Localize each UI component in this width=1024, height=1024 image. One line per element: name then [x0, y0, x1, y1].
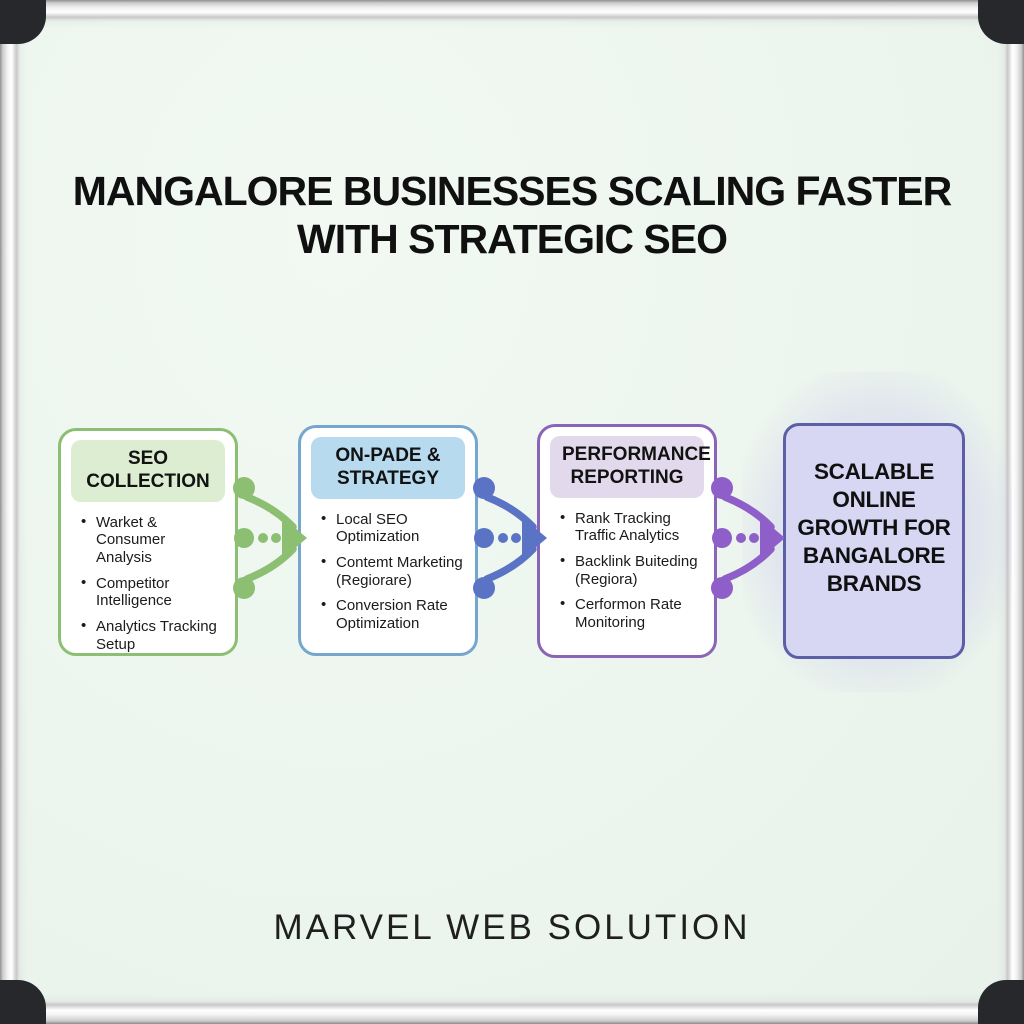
- bullet-item: Conversion Rate Optimization: [321, 596, 463, 632]
- step-header: PERFORMANCE REPORTING: [550, 436, 711, 498]
- frame-edge-top: [0, 0, 1024, 21]
- page-title-line2: WITH STRATEGIC SEO: [297, 215, 728, 262]
- bullet-item: Local SEO Optimization: [321, 510, 463, 546]
- bullet-item: Contemt Marketing (Regiorare): [321, 553, 463, 589]
- flow-connector-1: [233, 475, 307, 601]
- flow-connector-3: [711, 475, 785, 601]
- result-line: SCALABLE: [813, 459, 935, 485]
- result-line: ONLINE: [832, 487, 916, 513]
- step-bullet-list: Warket & Consumer Analysis Competitor In…: [69, 513, 227, 654]
- flow-connector-2: [473, 475, 547, 601]
- branching-arrow-icon: [233, 477, 307, 599]
- frame-edge-left: [0, 0, 20, 1024]
- step-box-performance-reporting: PERFORMANCE REPORTING Rank Tracking Traf…: [537, 424, 717, 658]
- bullet-item: Backlink Buiteding (Regiora): [560, 552, 702, 588]
- result-line: GROWTH FOR: [797, 515, 951, 541]
- page-title-line1: MANGALORE BUSINESSES SCALING FASTER: [72, 168, 952, 214]
- bullet-item: Competitor Intelligence: [81, 574, 223, 610]
- bullet-item: Analytics Tracking Setup: [81, 617, 223, 653]
- step-header: ON-PADE & STRATEGY: [311, 437, 465, 499]
- result-line: BANGALORE: [802, 542, 946, 568]
- step-header: SEO COLLECTION: [71, 440, 225, 502]
- frame-edge-right: [1004, 0, 1024, 1024]
- frame-edge-bottom: [0, 1001, 1024, 1024]
- frame-corner-bottom-right: [978, 980, 1024, 1024]
- step-box-seo-collection: SEO COLLECTION Warket & Consumer Analysi…: [58, 428, 238, 656]
- result-box-scalable-growth: SCALABLE ONLINE GROWTH FOR BANGALORE BRA…: [783, 423, 965, 659]
- result-line: BRANDS: [826, 570, 922, 596]
- step-bullet-list: Local SEO Optimization Contemt Marketing…: [309, 510, 467, 633]
- brand-footer: MARVEL WEB SOLUTION: [273, 908, 751, 947]
- bullet-item: Warket & Consumer Analysis: [81, 513, 223, 567]
- bullet-item: Rank Tracking Traffic Analytics: [560, 509, 702, 545]
- branching-arrow-icon: [711, 477, 785, 599]
- step-box-onpage-strategy: ON-PADE & STRATEGY Local SEO Optimizatio…: [298, 425, 478, 656]
- step-bullet-list: Rank Tracking Traffic Analytics Backlink…: [548, 509, 706, 632]
- page-title: MANGALORE BUSINESSES SCALING FASTER WITH…: [0, 168, 1024, 263]
- branching-arrow-icon: [473, 477, 547, 599]
- bullet-item: Cerformon Rate Monitoring: [560, 595, 702, 631]
